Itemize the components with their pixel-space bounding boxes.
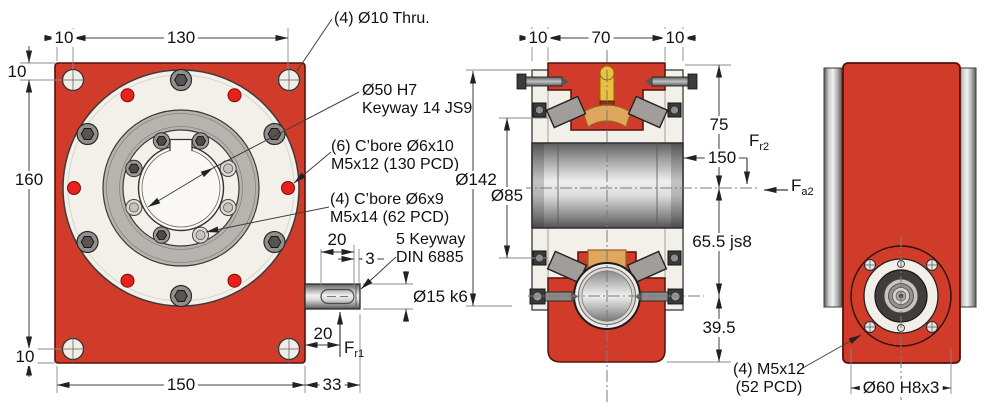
output-flange: [62, 68, 300, 308]
dim-force-distance: 150: [704, 149, 740, 167]
clamp-bolt-left: [516, 73, 569, 90]
dim-shaft-length: 33: [319, 376, 345, 394]
note-bore: Ø50 H7 Keyway 14 JS9: [362, 82, 473, 117]
note-shaft-keyway: 5 Keyway DIN 6885: [396, 231, 466, 266]
dim-shaft-diameter: Ø15 k6: [413, 287, 468, 306]
dim-axis-spacing: 65.5 js8: [689, 233, 755, 251]
dim-section-center: 70: [588, 29, 614, 47]
front-view: [54, 62, 361, 365]
clamp-bolt-right: [645, 73, 698, 90]
dim-width: 150: [163, 376, 199, 394]
dim-height: 160: [11, 171, 47, 189]
note-cbore-outer: (6) C’bore Ø6x10 M5x12 (130 PCD): [331, 138, 460, 173]
dim-flange-diameter: Ø142: [452, 171, 500, 189]
dim-section-edge-right: 10: [662, 29, 688, 47]
force-fr1-label: Fr1: [344, 338, 365, 361]
dim-bore-diameter: Ø85: [487, 187, 527, 205]
center-bore: [137, 144, 225, 232]
dim-edge-left-bottom: 10: [12, 348, 38, 366]
dim-force-offset: 20: [313, 324, 333, 343]
force-fr2-label: Fr2: [749, 131, 770, 154]
dim-holes-top: 130: [163, 29, 199, 47]
dim-worm-diameter: Ø60 H8x3: [859, 379, 943, 397]
flange-edge-left: [823, 67, 843, 308]
input-shaft: [304, 283, 361, 310]
leader-lines: [147, 18, 862, 370]
force-fa2-label: Fa2: [791, 176, 814, 199]
dim-edge-top: 10: [51, 29, 77, 47]
shaft-keyway-slot: [320, 288, 355, 305]
dim-section-edge-left: 10: [525, 29, 551, 47]
note-cbore-inner: (4) C’bore Ø6x9 M5x14 (62 PCD): [330, 191, 450, 226]
dim-keyway-length: 20: [327, 230, 347, 249]
centerlines: [500, 50, 902, 403]
note-cover-screws: (4) M5x12 (52 PCD): [732, 361, 806, 396]
side-view: [823, 62, 977, 364]
bore-keyway-notch: [170, 139, 192, 152]
dim-top-to-axis: 75: [706, 116, 732, 134]
dim-edge-left-top: 10: [7, 62, 27, 81]
note-thru-holes: (4) Ø10 Thru.: [334, 10, 430, 27]
dim-axis-to-base: 39.5: [699, 319, 739, 337]
dim-keyway-offset: 3: [362, 250, 378, 268]
